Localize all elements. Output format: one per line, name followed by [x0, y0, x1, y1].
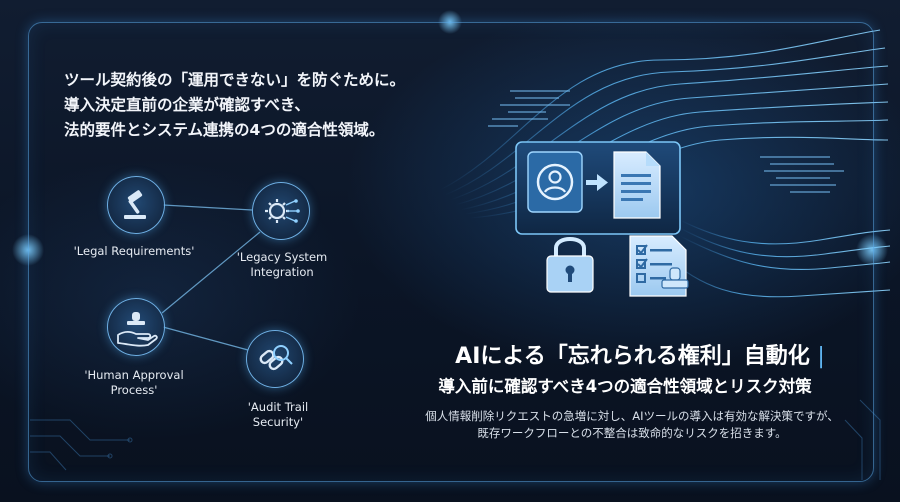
- frame-glow-right: [856, 234, 888, 266]
- circuit-traces: [30, 399, 881, 480]
- hand-stamp-icon: [117, 312, 158, 347]
- arrow-right-icon: [586, 174, 608, 191]
- description: 個人情報削除リクエストの急増に対し、AIツールの導入は有効な解決策ですが、 既存…: [412, 408, 852, 442]
- description-line: 個人情報削除リクエストの急増に対し、AIツールの導入は有効な解決策ですが、: [425, 409, 839, 423]
- intro-line: 導入決定直前の企業が確認すべき、: [64, 96, 310, 114]
- checklist-stamp-icon: [629, 235, 689, 297]
- gear-circuit-icon: [265, 199, 300, 223]
- intro-text: ツール契約後の「運用できない」を防ぐために。 導入決定直前の企業が確認すべき、 …: [64, 68, 444, 143]
- chain-magnifier-icon: [259, 345, 293, 371]
- document-icon: [613, 151, 661, 219]
- subtitle: 導入前に確認すべき4つの適合性領域とリスク対策: [438, 377, 812, 396]
- intro-line: ツール契約後の「運用できない」を防ぐために。: [64, 71, 406, 89]
- title-bar-mark: |: [817, 344, 825, 369]
- node-legal-requirements: [107, 176, 165, 234]
- node-legacy-integration: [252, 182, 310, 240]
- description-line: 既存ワークフローとの不整合は致命的なリスクを招きます。: [477, 426, 787, 440]
- node-label-audit: 'Audit Trail Security': [247, 400, 309, 429]
- user-profile-icon: [527, 151, 583, 213]
- intro-line: 法的要件とシステム連携の4つの適合性領域。: [64, 121, 385, 139]
- padlock-icon: [546, 237, 594, 293]
- glowing-frame: [28, 22, 874, 482]
- node-label-legacy: 'Legacy System Integration: [236, 250, 328, 279]
- main-title-text: AIによる「忘れられる権利」自動化: [455, 344, 810, 369]
- node-label-human: 'Human Approval Process': [84, 368, 184, 397]
- node-human-approval: [107, 298, 165, 356]
- code-glyphs: [488, 90, 844, 193]
- gavel-icon: [124, 190, 146, 219]
- node-audit-trail: [246, 330, 304, 388]
- node-label-legal: 'Legal Requirements': [73, 244, 195, 258]
- main-title: AIによる「忘れられる権利」自動化 |: [430, 338, 850, 370]
